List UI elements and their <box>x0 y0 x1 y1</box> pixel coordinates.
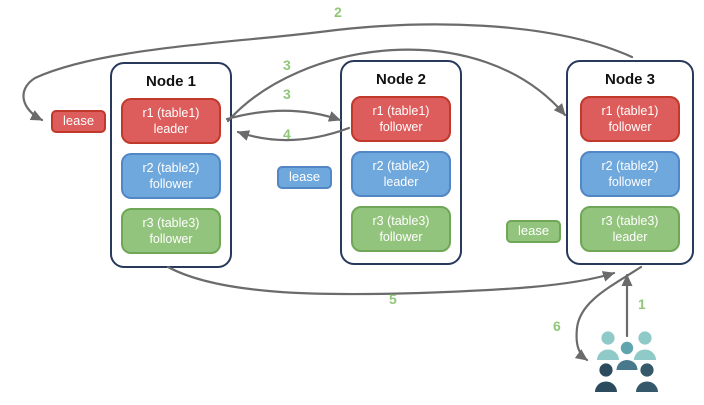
node-2-replica-r1: r1 (table1) follower <box>351 96 451 142</box>
replica-role: follower <box>608 120 652 134</box>
node-2-title: Node 2 <box>375 71 426 88</box>
replica-name: r2 (table2) <box>142 160 200 175</box>
step-label-1: 1 <box>638 296 646 312</box>
lease-tag-r1: lease <box>51 110 107 133</box>
node-3-replica-r1: r1 (table1) follower <box>580 96 680 142</box>
person-front-right <box>636 363 658 392</box>
replica-name: r1 (table1) <box>142 105 200 120</box>
node-2: Node 2 r1 (table1) follower r2 (table2) … <box>340 60 462 265</box>
arrow-step-4 <box>236 126 351 142</box>
replica-name: r2 (table2) <box>372 158 430 173</box>
node-2-replica-r3: r3 (table3) follower <box>351 206 451 252</box>
node-1: Node 1 r1 (table1) leader r2 (table2) fo… <box>110 62 232 268</box>
replica-role: leader <box>612 230 648 244</box>
replica-role: leader <box>383 175 419 189</box>
node-3-replica-r2: r2 (table2) follower <box>580 151 680 197</box>
arrow-step-3-to-node2 <box>225 109 342 122</box>
replica-name: r3 (table3) <box>142 215 200 230</box>
lease-tag-r2: lease <box>277 166 333 189</box>
person-front-left <box>595 363 617 392</box>
node-1-replica-r2: r2 (table2) follower <box>121 153 221 199</box>
replica-role: follower <box>608 175 652 189</box>
person-back-right <box>634 331 656 360</box>
replica-name: r1 (table1) <box>601 103 659 118</box>
step-label-5: 5 <box>389 291 397 307</box>
node-3-replica-r3: r3 (table3) leader <box>580 206 680 252</box>
replica-name: r3 (table3) <box>601 213 659 228</box>
replica-name: r1 (table1) <box>372 103 430 118</box>
node-2-replica-r2: r2 (table2) leader <box>351 151 451 197</box>
replica-name: r3 (table3) <box>372 213 430 228</box>
replica-role: follower <box>379 120 423 134</box>
person-middle <box>616 341 638 370</box>
replica-role: leader <box>153 122 189 136</box>
replica-role: follower <box>149 177 193 191</box>
node-1-replica-r3: r3 (table3) follower <box>121 208 221 254</box>
node-1-replica-r1: r1 (table1) leader <box>121 98 221 144</box>
users-group-icon <box>595 331 658 392</box>
step-label-3b: 3 <box>283 86 291 102</box>
node-3: Node 3 r1 (table1) follower r2 (table2) … <box>566 60 694 265</box>
step-label-3a: 3 <box>283 57 291 73</box>
person-back-left <box>597 331 619 360</box>
replica-role: follower <box>149 232 193 246</box>
step-label-6: 6 <box>553 318 561 334</box>
replica-name: r2 (table2) <box>601 158 659 173</box>
step-label-4: 4 <box>283 126 291 142</box>
lease-tag-r3: lease <box>506 220 562 243</box>
step-label-2: 2 <box>334 4 342 20</box>
node-1-title: Node 1 <box>145 73 196 90</box>
node-3-title: Node 3 <box>604 71 655 88</box>
replica-role: follower <box>379 230 423 244</box>
